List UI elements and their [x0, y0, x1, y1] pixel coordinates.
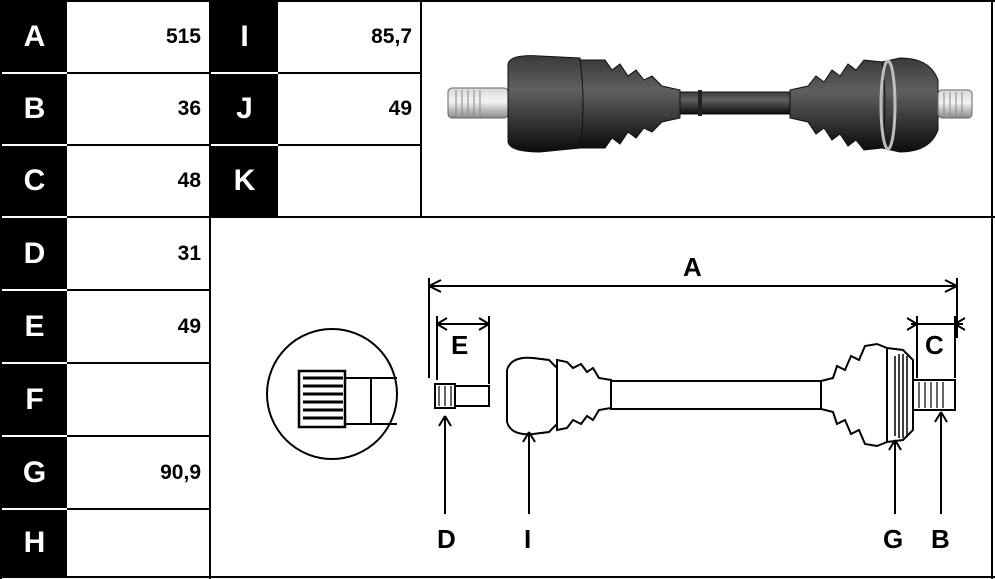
right-boot-outline — [820, 342, 888, 448]
left-housing-outline — [506, 356, 558, 436]
grid-line — [278, 144, 422, 146]
dimension-e-line — [436, 316, 490, 384]
border-left — [0, 0, 2, 579]
key-cell-k: K — [211, 146, 278, 216]
leader-lines — [438, 411, 948, 514]
grid-line — [67, 289, 211, 291]
label-g: G — [883, 524, 903, 554]
value-cell-h — [69, 510, 209, 576]
grid-line — [67, 435, 211, 437]
grid-line — [67, 216, 211, 218]
value-cell-k — [280, 146, 420, 216]
key-cell-i: I — [211, 2, 278, 72]
left-joint-body — [454, 385, 490, 407]
spline-detail-inset — [266, 328, 398, 460]
key-cell-b: B — [2, 74, 67, 144]
grid-line — [209, 216, 995, 218]
right-spline-stub — [912, 379, 956, 411]
photo-right-stub — [937, 89, 973, 119]
dimension-c-line — [906, 316, 966, 378]
photo-right-housing — [881, 57, 939, 153]
photo-left-stub — [447, 87, 509, 119]
left-boot-outline — [556, 358, 612, 432]
photo-left-boot — [579, 59, 681, 149]
grid-line — [67, 508, 211, 510]
value-cell-f — [69, 364, 209, 435]
abs-ring-hatching — [894, 354, 908, 438]
value-cell-b: 36 — [177, 97, 201, 120]
key-cell-h: H — [2, 510, 67, 576]
label-e: E — [451, 330, 468, 360]
photo-abs-ring — [879, 59, 897, 151]
right-table-divider — [420, 0, 422, 218]
photo-shaft — [679, 91, 791, 115]
right-housing-outline — [886, 346, 914, 444]
key-cell-g: G — [2, 437, 67, 508]
key-cell-f: F — [2, 364, 67, 435]
main-shaft-outline — [610, 380, 822, 410]
label-d: D — [437, 524, 456, 554]
value-cell-d: 31 — [177, 241, 201, 265]
grid-line — [67, 144, 211, 146]
photo-left-housing — [507, 55, 585, 153]
drive-shaft-photo — [447, 55, 973, 153]
key-cell-a: A — [2, 2, 67, 72]
grid-line — [278, 72, 422, 74]
dimension-a-line — [428, 278, 958, 378]
grid-line — [67, 362, 211, 364]
key-cell-j: J — [211, 74, 278, 144]
shaft-outline — [434, 342, 956, 448]
border-bottom — [0, 576, 995, 578]
label-i: I — [524, 524, 531, 554]
border-right — [991, 0, 993, 579]
value-cell-a: 515 — [165, 25, 201, 48]
grid-line — [67, 72, 211, 74]
border-top — [0, 0, 995, 2]
value-cell-j: 49 — [388, 97, 412, 120]
key-cell-c: C — [2, 146, 67, 216]
value-cell-c: 48 — [177, 169, 201, 192]
label-b: B — [931, 524, 950, 554]
label-c: C — [925, 330, 944, 360]
key-cell-e: E — [2, 291, 67, 362]
dimension-diagram: A E C D I G B — [266, 252, 966, 554]
value-cell-g: 90,9 — [160, 460, 201, 484]
value-cell-i: 85,7 — [371, 25, 412, 48]
value-cell-e: 49 — [177, 314, 201, 338]
key-cell-d: D — [2, 218, 67, 289]
photo-right-boot — [789, 59, 886, 151]
label-a: A — [683, 252, 702, 282]
